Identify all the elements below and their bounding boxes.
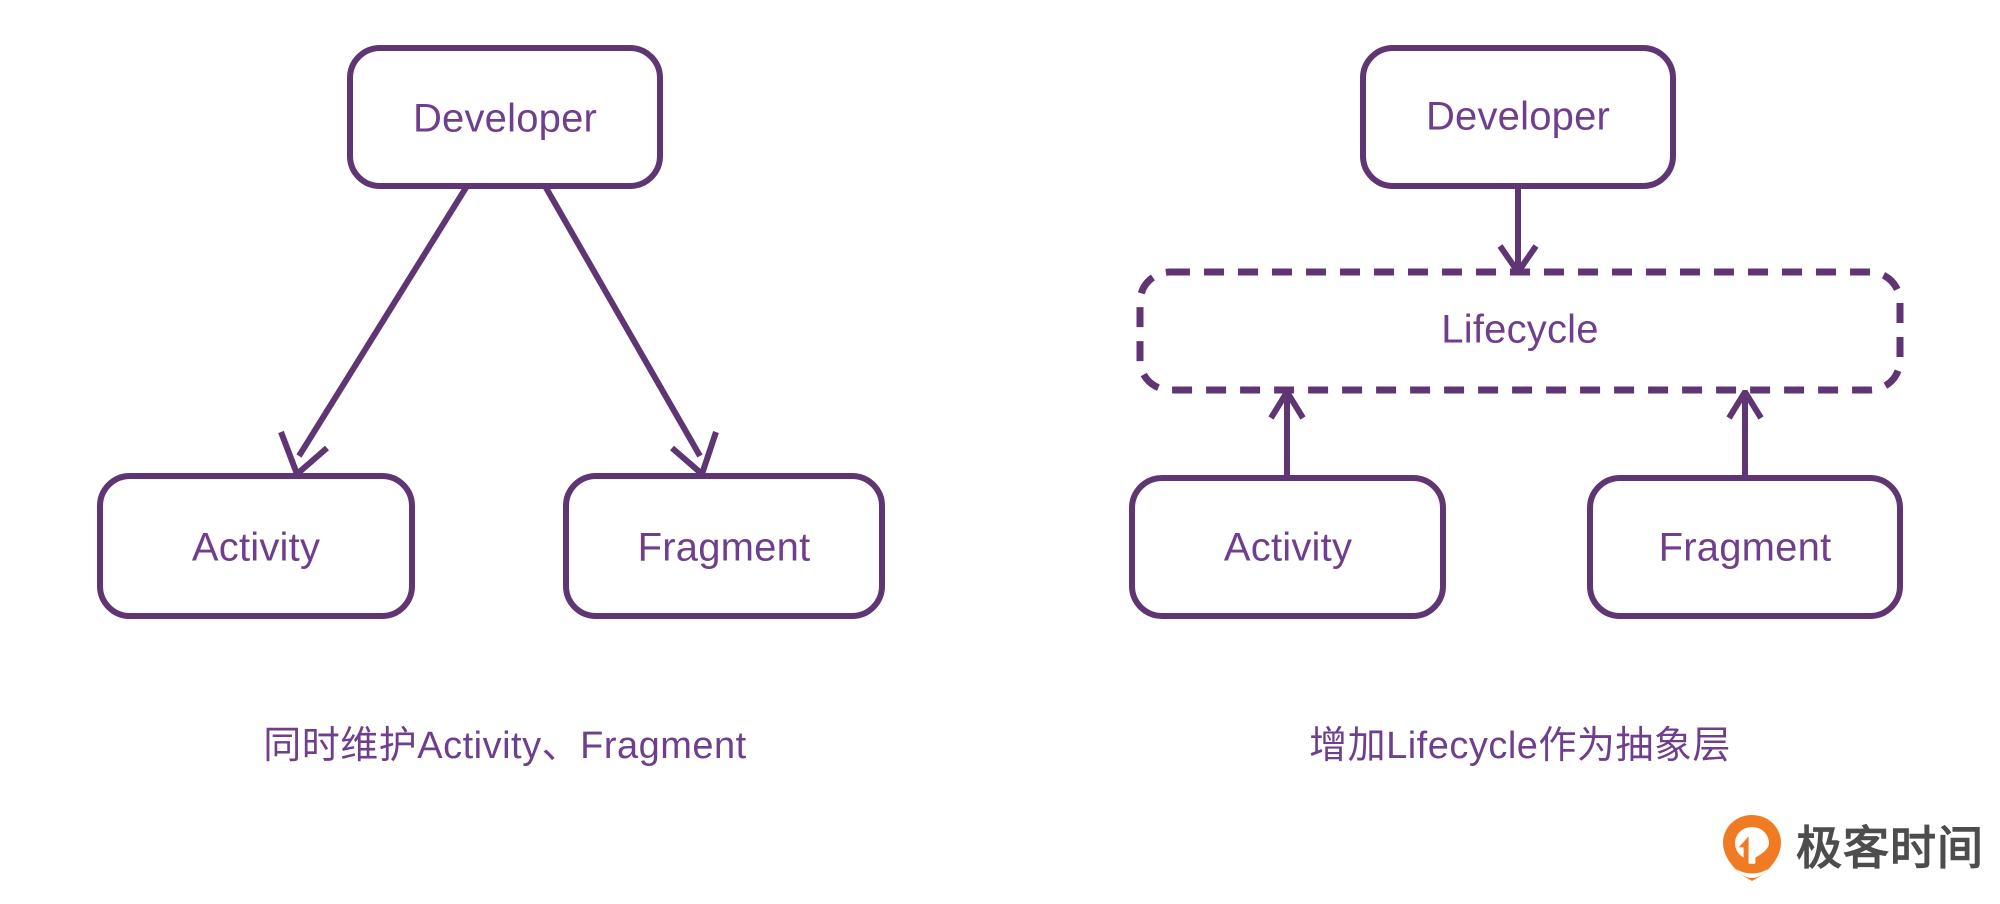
node-label-activity-right: Activity [1224, 526, 1352, 570]
node-developer-right[interactable]: Developer [1360, 45, 1676, 189]
caption-before: 同时维护Activity、Fragment [263, 725, 746, 767]
node-box-fragment-left[interactable] [563, 473, 885, 619]
arrowhead-fragment [670, 431, 719, 480]
node-box-fragment-right[interactable] [1587, 475, 1903, 619]
node-label-developer-left: Developer [413, 97, 597, 141]
node-label-lifecycle: Lifecycle [1441, 308, 1598, 352]
arrowhead-lifecycle-up-right [1726, 386, 1764, 420]
node-label-developer-right: Developer [1426, 95, 1610, 139]
pin-arrow-glyph [1735, 827, 1769, 864]
node-label-fragment-left: Fragment [638, 526, 811, 570]
node-box-lifecycle[interactable] [1136, 268, 1904, 394]
node-developer-left[interactable]: Developer [347, 45, 663, 189]
edge-activity-to-lifecycle [1268, 386, 1306, 478]
edge-developer-to-activity [278, 184, 470, 480]
diagram-before: Developer Activity Fragment 同时维护Activity… [97, 45, 885, 767]
location-pin-arrow-icon [1723, 815, 1781, 881]
node-activity-left[interactable]: Activity [97, 473, 415, 619]
node-box-developer-right[interactable] [1360, 45, 1676, 189]
node-lifecycle[interactable]: Lifecycle [1136, 268, 1904, 394]
diagram-after: Developer Lifecycle Activity Fragment 增加… [1129, 45, 1904, 767]
edge-line-developer-fragment [542, 184, 703, 458]
node-box-activity-left[interactable] [97, 473, 415, 619]
node-box-activity-right[interactable] [1129, 475, 1446, 619]
caption-after: 增加Lifecycle作为抽象层 [1309, 725, 1731, 767]
edge-line-developer-activity [296, 184, 470, 458]
geektime-logo: 极客时间 [1722, 806, 1983, 890]
node-box-developer-left[interactable] [347, 45, 663, 189]
node-fragment-left[interactable]: Fragment [563, 473, 885, 619]
logo-text: 极客时间 [1796, 822, 1984, 874]
edge-developer-to-lifecycle [1497, 186, 1539, 278]
pin-smile [1736, 869, 1768, 878]
node-label-activity-left: Activity [192, 526, 320, 570]
node-activity-right[interactable]: Activity [1129, 475, 1446, 619]
edge-fragment-to-lifecycle [1726, 386, 1764, 478]
node-label-fragment-right: Fragment [1659, 526, 1832, 570]
node-fragment-right[interactable]: Fragment [1587, 475, 1903, 619]
edge-developer-to-fragment [542, 184, 719, 480]
